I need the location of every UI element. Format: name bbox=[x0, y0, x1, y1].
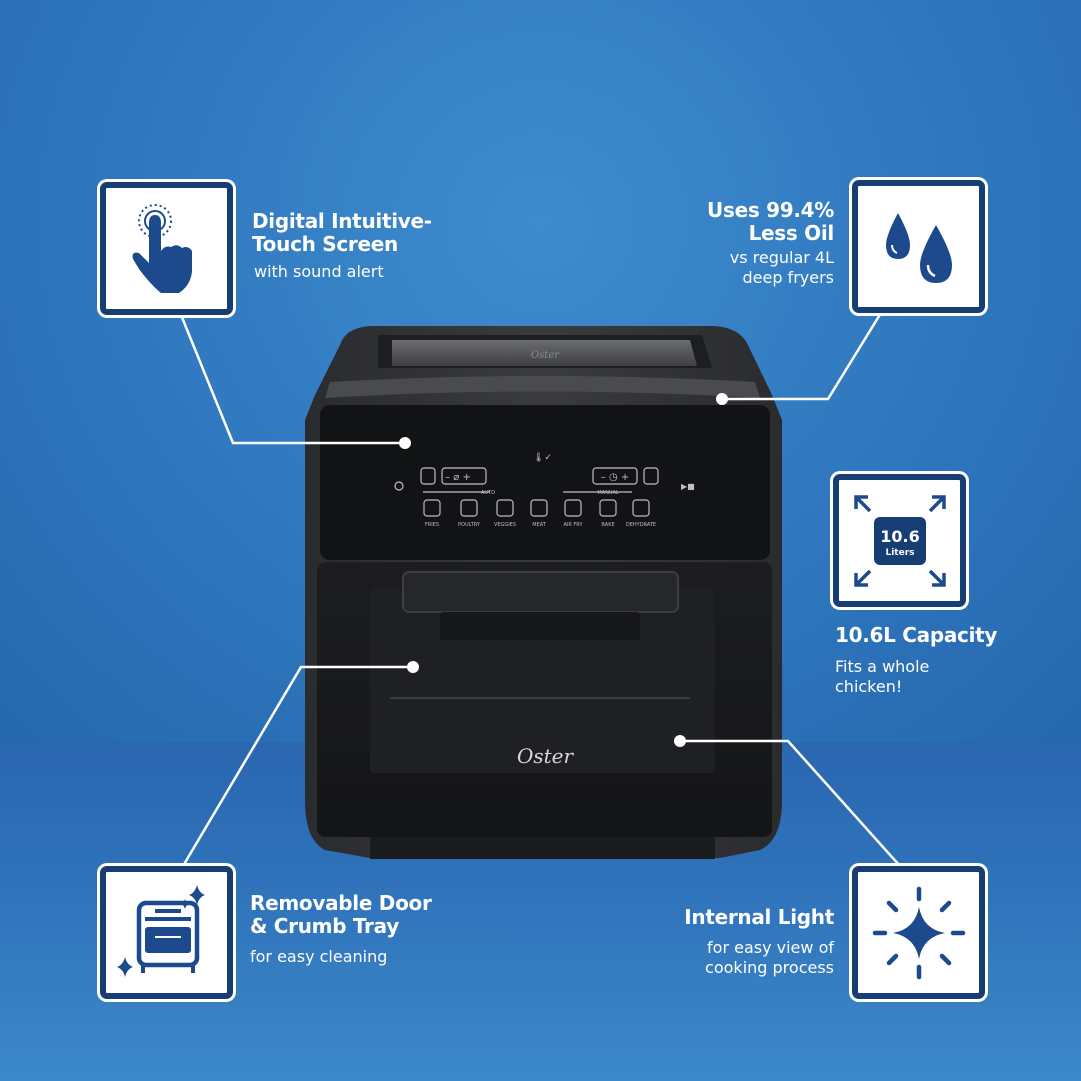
preset-label: MEAT bbox=[532, 522, 547, 528]
preset-label: VEGGIES bbox=[494, 522, 516, 528]
svg-text:– ⌀ +: – ⌀ + bbox=[445, 472, 471, 483]
door-icon-box bbox=[100, 866, 233, 999]
brand-logo: Oster bbox=[517, 744, 575, 768]
light-title: Internal Light bbox=[684, 905, 834, 929]
capacity-subtitle: Fits a whole chicken! bbox=[835, 657, 930, 696]
capacity-badge-value: 10.6 bbox=[880, 527, 919, 546]
touch-screen-title: Digital Intuitive- Touch Screen bbox=[252, 209, 432, 256]
preset-label: POULTRY bbox=[458, 522, 481, 528]
preset-label: AIR FRY bbox=[563, 522, 583, 528]
oil-subtitle: vs regular 4L deep fryers bbox=[729, 248, 834, 287]
oil-drops-icon bbox=[885, 212, 952, 283]
touch-screen-icon-box bbox=[100, 182, 233, 315]
svg-text:Oster: Oster bbox=[531, 350, 560, 361]
svg-text:▶■: ▶■ bbox=[681, 482, 695, 491]
oil-title: Uses 99.4% Less Oil bbox=[707, 198, 834, 245]
capacity-badge-unit: Liters bbox=[885, 548, 914, 558]
panel-auto-label: AUTO bbox=[481, 490, 495, 496]
capacity-icon-box: 10.6 Liters bbox=[833, 474, 966, 607]
touch-tap-icon bbox=[132, 203, 192, 293]
door-subtitle: for easy cleaning bbox=[250, 947, 388, 966]
light-icon-box bbox=[852, 866, 985, 999]
sparkle-light-icon bbox=[872, 886, 965, 979]
oil-icon-box bbox=[852, 180, 985, 313]
expand-capacity-icon: 10.6 Liters bbox=[853, 494, 946, 587]
door-title: Removable Door & Crumb Tray bbox=[250, 891, 432, 938]
light-subtitle: for easy view of cooking process bbox=[705, 938, 834, 977]
touch-screen-subtitle: with sound alert bbox=[254, 262, 384, 281]
preset-label: BAKE bbox=[601, 522, 614, 528]
preset-label: DEHYDRATE bbox=[626, 522, 656, 528]
capacity-title: 10.6L Capacity bbox=[835, 623, 998, 647]
panel-manual-label: MANUAL bbox=[597, 490, 619, 496]
svg-text:🌡✓: 🌡✓ bbox=[533, 452, 552, 463]
oven-door-sparkle-icon bbox=[116, 884, 205, 977]
preset-label: FRIES bbox=[425, 522, 439, 528]
svg-text:– ◷ +: – ◷ + bbox=[601, 472, 629, 483]
